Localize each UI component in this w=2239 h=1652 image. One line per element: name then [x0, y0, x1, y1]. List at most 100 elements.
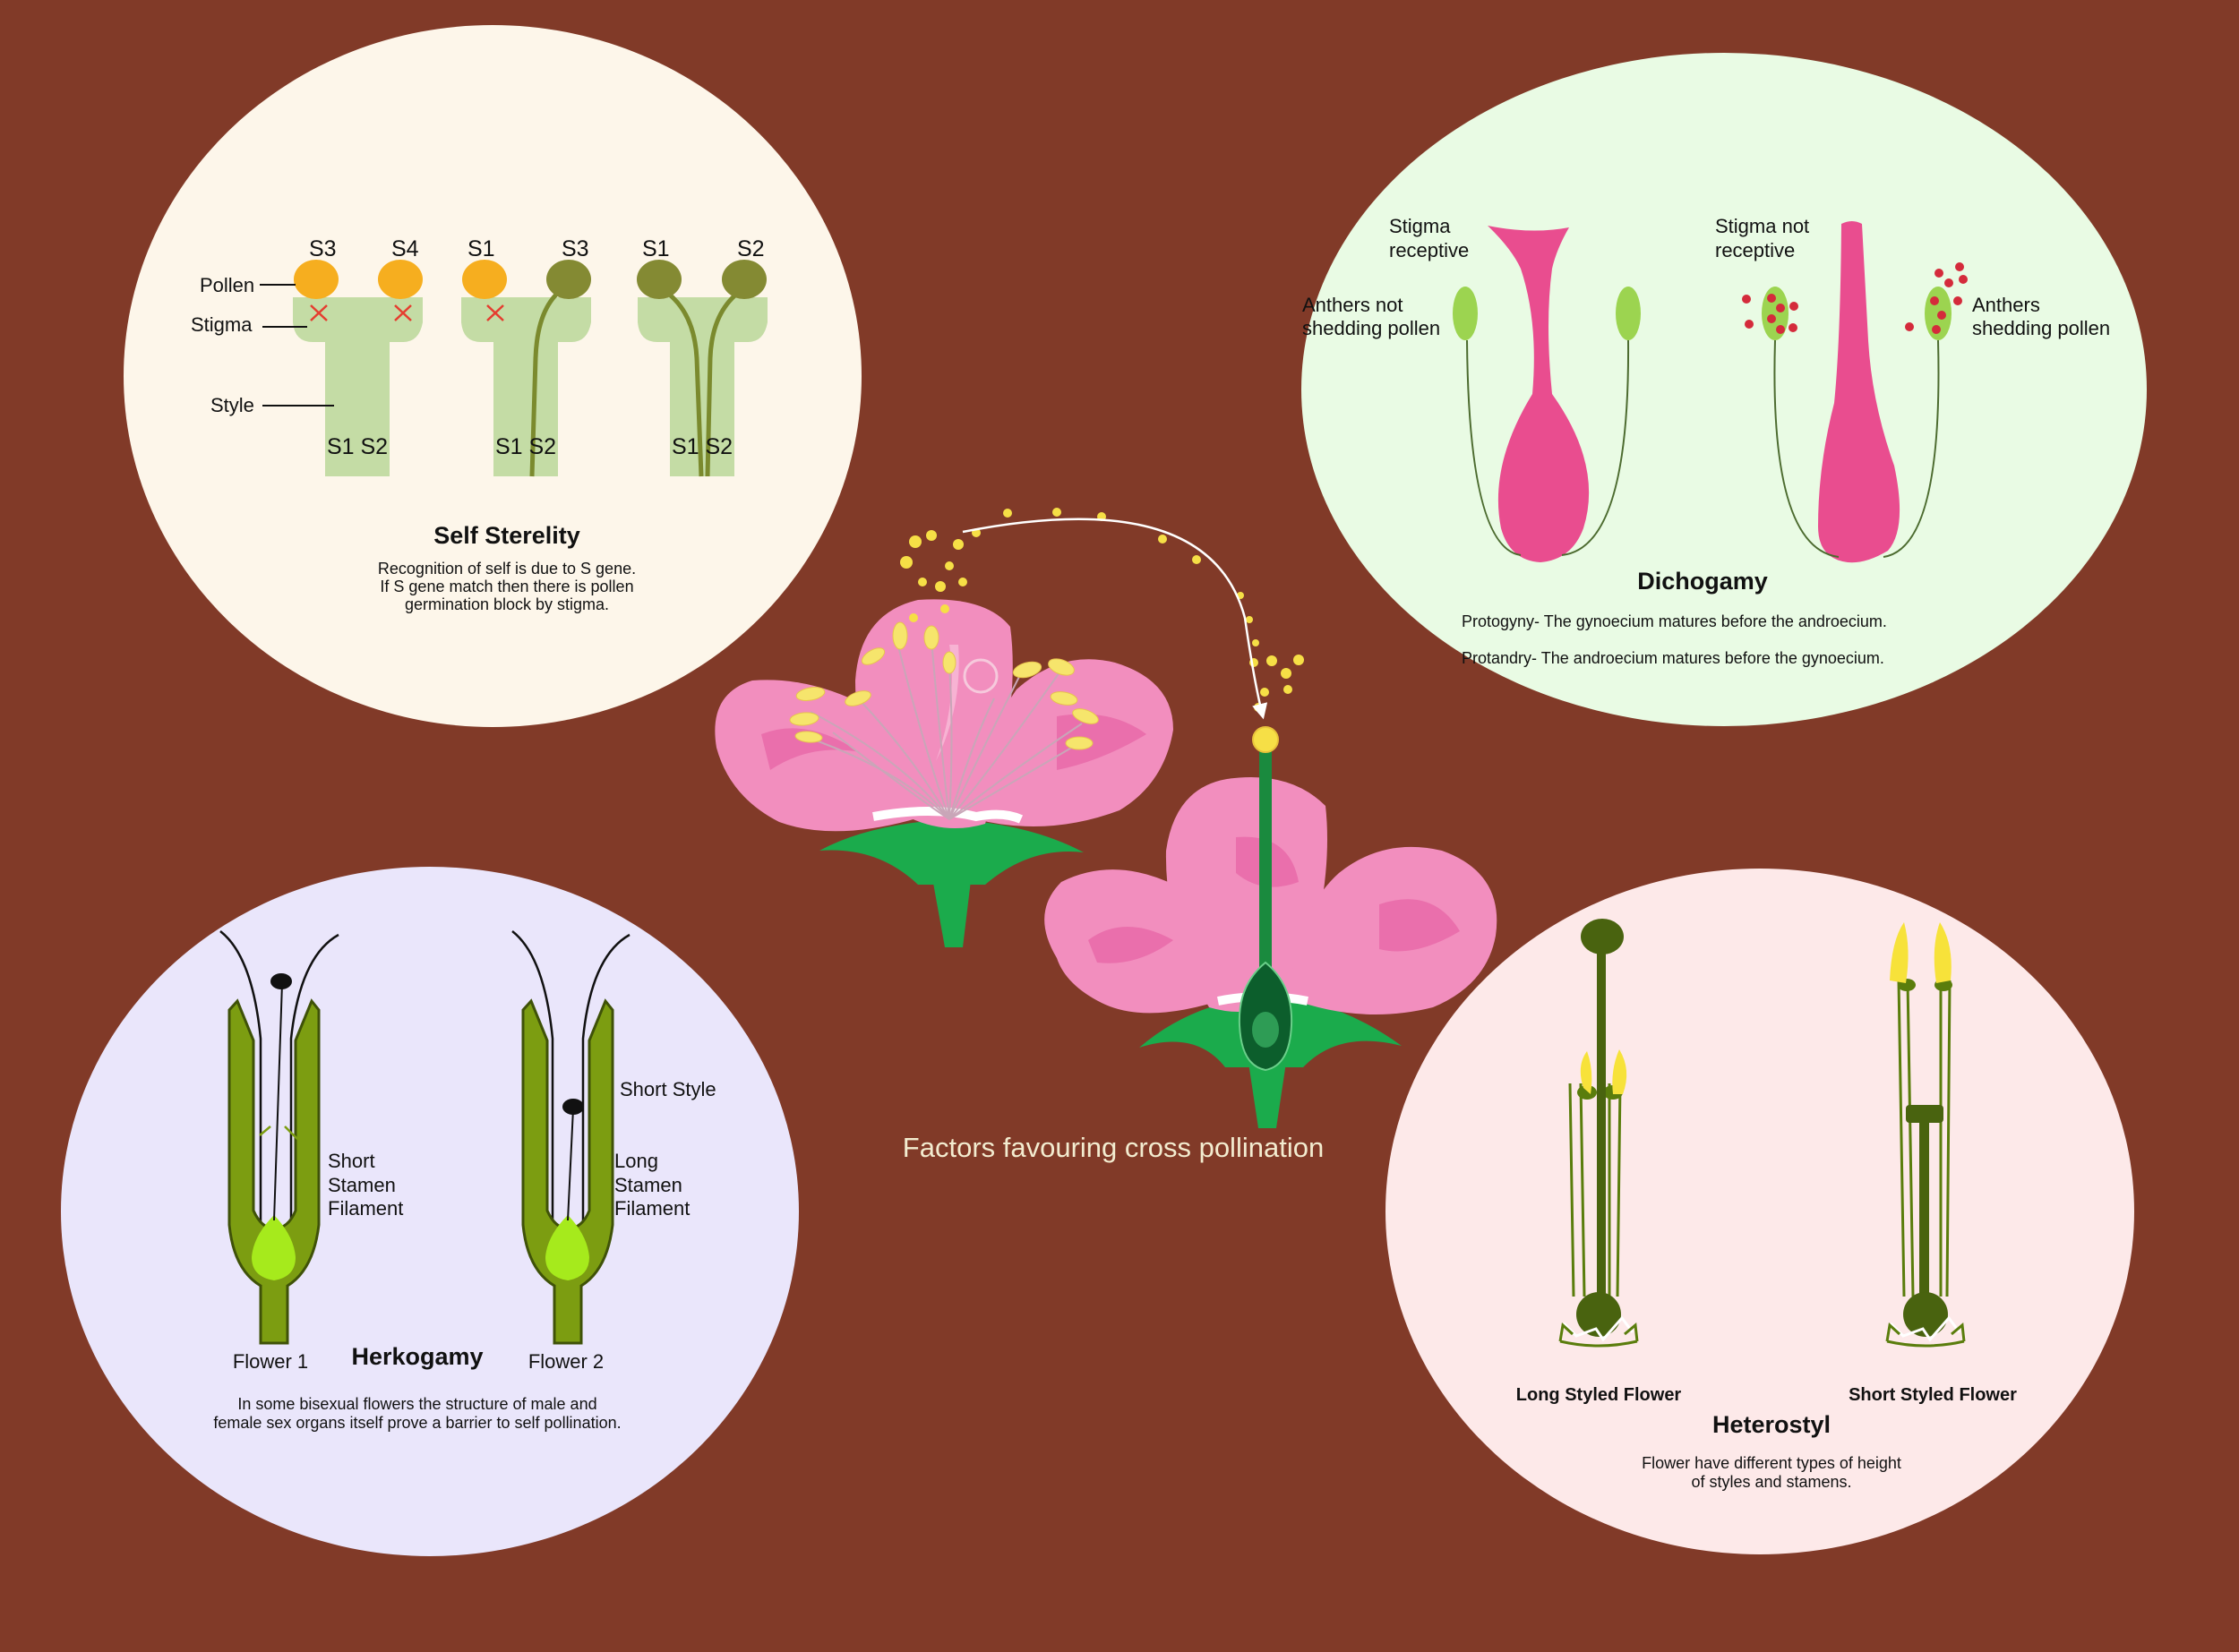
anthers-shedding-label: shedding pollen [1972, 317, 2110, 339]
dichogamy-panel: Stigma receptive Anthers not shedding po… [1301, 53, 2147, 726]
heterostyl-description-line: Flower have different types of height [1642, 1454, 1901, 1472]
donor-anthers [789, 621, 1099, 750]
stigma-not-receptive-label: receptive [1715, 239, 1795, 261]
pollen-gene-label: S4 [391, 236, 419, 261]
pollen-grain-s2 [722, 260, 767, 299]
anthers-not-shedding-label: shedding pollen [1302, 317, 1440, 339]
anthers-not-shedding-label: Anthers not [1302, 294, 1403, 316]
short-styled-flower-ovary [1903, 1292, 1948, 1337]
stamen-filament [1883, 339, 1940, 558]
protandry-text: Protandry- The androecium matures before… [1462, 649, 1884, 667]
donor-petal [715, 680, 914, 832]
herkogamy-title: Herkogamy [351, 1343, 483, 1370]
style-label: Style [210, 394, 254, 416]
self-sterility-panel: S3 S4 S1 S2 S1 S3 S1 S2 S1 S2 S1 S2 [124, 25, 862, 727]
stamen-filament [1466, 339, 1522, 556]
pollen-grain-s1 [462, 260, 507, 299]
herkogamy-description-line: female sex organs itself prove a barrier… [213, 1414, 621, 1432]
anthers-shedding-label: Anthers [1972, 294, 2040, 316]
receiver-style [1259, 750, 1272, 983]
block-cross-icon [310, 304, 328, 321]
herkogamy-flower-1 [219, 930, 339, 1345]
flower-2-stigma [562, 1099, 584, 1115]
short-stamen-label: Stamen [328, 1174, 396, 1196]
pollen-grain-s3 [546, 260, 591, 299]
pollen-grains-in-flight [900, 508, 1304, 712]
pollen-gene-label: S3 [309, 236, 337, 261]
stigma-not-receptive-label: Stigma not [1715, 215, 1809, 237]
receiver-stigma-with-pollen [1252, 726, 1279, 753]
anther-not-shedding [1616, 287, 1641, 340]
heterostyl-bubble [1385, 869, 2134, 1554]
self-sterility-pistil-2: S1 S3 S1 S2 [461, 236, 591, 477]
pollen-gene-label: S3 [562, 236, 589, 261]
short-styled-flower-anther [1890, 922, 1909, 983]
heterostyl-description-line: of styles and stamens. [1691, 1473, 1851, 1491]
flower-1-ovary [252, 1215, 296, 1280]
pollen-gene-label: S1 [642, 236, 670, 261]
pollen-grain-s4 [378, 260, 423, 299]
short-styled-flower-label: Short Styled Flower [1849, 1385, 2017, 1405]
pollen-grain-s1 [637, 260, 682, 299]
long-stamen-label: Stamen [614, 1174, 682, 1196]
donor-sepals [819, 819, 1084, 885]
stigma-receptive-label: receptive [1389, 239, 1469, 261]
main-caption: Factors favouring cross pollination [903, 1132, 1324, 1163]
pollen-receiver-flower [1044, 726, 1497, 1128]
pollen-gene-label: S2 [737, 236, 765, 261]
long-styled-flower-anther [1612, 1049, 1627, 1094]
heterostyl-title: Heterostyl [1712, 1411, 1831, 1438]
long-styled-flower-label: Long Styled Flower [1516, 1385, 1682, 1405]
herkogamy-description-line: In some bisexual flowers the structure o… [237, 1395, 596, 1413]
long-styled-flower [1558, 919, 1639, 1348]
long-stamen-label: Filament [614, 1197, 690, 1220]
long-style [1597, 952, 1606, 1310]
dichogamy-bubble [1301, 53, 2147, 726]
pollen-label: Pollen [200, 274, 254, 296]
heterostyl-panel: Long Styled Flower Short Styled Flower H… [1385, 869, 2134, 1554]
flower-2-ovary [545, 1215, 589, 1280]
non-receptive-pistil [1818, 221, 1900, 563]
self-sterility-description-line: germination block by stigma. [405, 595, 609, 613]
short-style [1919, 1121, 1929, 1309]
anther-shedding-left [1742, 287, 1798, 340]
herkogamy-flower-2 [511, 930, 631, 1345]
self-sterility-description-line: Recognition of self is due to S gene. [378, 560, 636, 578]
short-stamen-label: Short [328, 1150, 375, 1172]
stamen-filament [1561, 339, 1630, 556]
herkogamy-panel: Flower 1 Short Stamen Filament Flower 2 … [61, 867, 799, 1556]
style-gene-label: S1 S2 [327, 434, 388, 459]
style-gene-label: S1 S2 [672, 434, 733, 459]
stamen-filament [1773, 339, 1840, 558]
flower-1-stigma [270, 973, 292, 989]
flower-2-label: Flower 2 [528, 1350, 604, 1373]
block-cross-icon [394, 304, 412, 321]
dichogamy-title: Dichogamy [1637, 568, 1768, 595]
long-styled-flower-tube [1568, 1083, 1622, 1297]
short-styled-flower-anther [1934, 922, 1952, 983]
pollen-flight-arrow [962, 518, 1268, 720]
flower-2-short-style [567, 1108, 574, 1221]
anther-not-shedding [1453, 287, 1478, 340]
self-sterility-bubble [124, 25, 862, 727]
long-styled-flower-ovary [1576, 1292, 1621, 1337]
short-style-label: Short Style [620, 1078, 716, 1100]
short-styled-flower [1885, 922, 1966, 1348]
short-stamen-label: Filament [328, 1197, 403, 1220]
pollen-gene-label: S1 [468, 236, 495, 261]
style-gene-label: S1 S2 [495, 434, 556, 459]
flower-1-label: Flower 1 [233, 1350, 308, 1373]
short-styled-flower-tube [1897, 980, 1952, 1297]
donor-stamen-filaments [805, 635, 1083, 820]
anther-shedding-right [1905, 262, 1968, 340]
self-sterility-description-line: If S gene match then there is pollen [380, 578, 633, 595]
stigma-receptive-label: Stigma [1389, 215, 1451, 237]
long-stamen-label: Long [614, 1150, 658, 1172]
self-sterility-title: Self Sterelity [433, 522, 580, 549]
pollen-donor-flower [715, 599, 1173, 947]
self-sterility-pistil-1: S3 S4 S1 S2 [293, 236, 423, 476]
long-styled-flower-anther [1580, 1051, 1592, 1094]
flower-1-long-style [273, 982, 283, 1221]
long-style-stigma [1581, 919, 1624, 954]
